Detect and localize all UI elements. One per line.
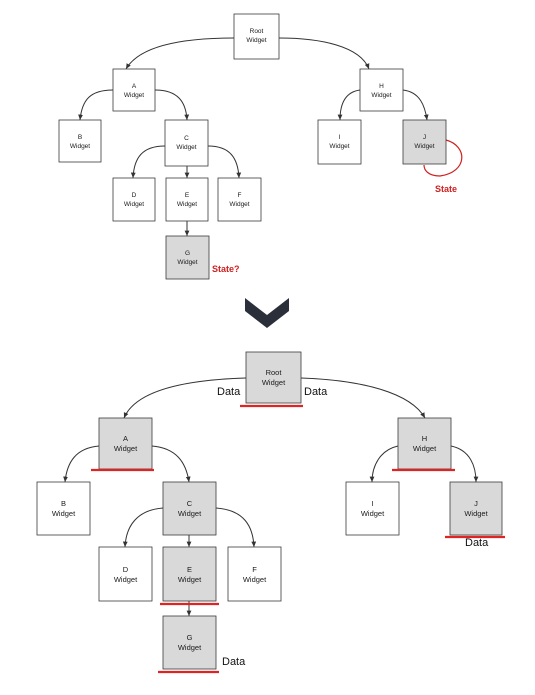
node-name: B [78,134,82,141]
node-name: I [371,499,373,508]
node-widget-label: Widget [246,37,266,44]
node-name: J [423,134,426,141]
top-node-root: Root Widget [233,13,280,60]
node-widget-label: Widget [371,92,391,99]
top-node-e: E Widget [165,177,209,222]
chevron-down-icon [245,298,289,328]
top-node-c: C Widget [164,119,209,167]
node-widget-label: Widget [414,143,434,150]
node-name: C [184,135,189,142]
node-widget-label: Widget [52,509,76,518]
bottom-node-root: Root Widget [245,351,302,404]
data-label-left: Data [217,386,241,398]
top-node-h: H Widget [359,68,404,112]
top-node-i: I Widget [317,119,362,165]
bottom-node-b: B Widget [36,481,91,536]
bottom-node-c: C Widget [162,481,217,536]
node-name: D [123,565,129,574]
node-name: E [187,565,192,574]
node-widget-label: Widget [243,575,267,584]
node-name: H [422,434,427,443]
top-node-b: B Widget [58,119,102,163]
node-widget-label: Widget [178,643,202,652]
bottom-node-e: E Widget [162,546,217,602]
node-widget-label: Widget [124,201,144,208]
node-widget-label: Widget [176,144,196,151]
node-widget-label: Widget [361,509,385,518]
node-widget-label: Widget [262,378,286,387]
node-name: F [238,192,242,199]
node-name: J [474,499,478,508]
node-name: F [252,565,257,574]
node-widget-label: Widget [177,201,197,208]
node-widget-label: Widget [464,509,488,518]
bottom-node-a: A Widget [98,417,153,470]
node-widget-label: Widget [178,575,202,584]
bottom-node-h: H Widget [397,417,452,470]
node-name: I [339,134,341,141]
state-loop-arrow [423,139,463,177]
top-node-f: F Widget [217,177,262,222]
top-tree-edges [78,37,463,236]
node-widget-label: Widget [229,201,249,208]
data-label-right: Data [304,386,328,398]
node-widget-label: Widget [413,444,437,453]
top-node-a: A Widget [112,68,156,112]
node-name: C [187,499,193,508]
top-node-g: G Widget [165,235,210,280]
node-widget-label: Widget [70,143,90,150]
node-name: B [61,499,66,508]
bottom-node-i: I Widget [345,481,400,536]
node-name: Root [266,368,283,377]
bottom-node-g: G Widget [162,615,217,670]
node-name: G [185,250,190,257]
node-name: E [185,192,190,199]
node-name: Root [250,28,264,35]
bottom-node-d: D Widget [98,546,153,602]
top-node-d: D Widget [112,177,156,222]
node-widget-label: Widget [178,509,202,518]
data-holder-underlines [91,404,505,674]
node-name: D [132,192,137,199]
node-widget-label: Widget [329,143,349,150]
state-question-annotation: State? [212,264,240,274]
node-name: A [123,434,128,443]
data-label-g: Data [222,656,246,668]
node-widget-label: Widget [177,259,197,266]
node-widget-label: Widget [124,92,144,99]
data-label-j: Data [465,537,489,549]
bottom-node-f: F Widget [227,546,282,602]
bottom-tree-edges [63,377,479,616]
node-widget-label: Widget [114,575,138,584]
state-annotation: State [435,184,457,194]
node-name: H [379,83,384,90]
bottom-node-j: J Widget [449,481,503,536]
node-widget-label: Widget [114,444,138,453]
node-name: G [187,633,193,642]
node-name: A [132,83,137,90]
top-node-j: J Widget [402,119,447,165]
